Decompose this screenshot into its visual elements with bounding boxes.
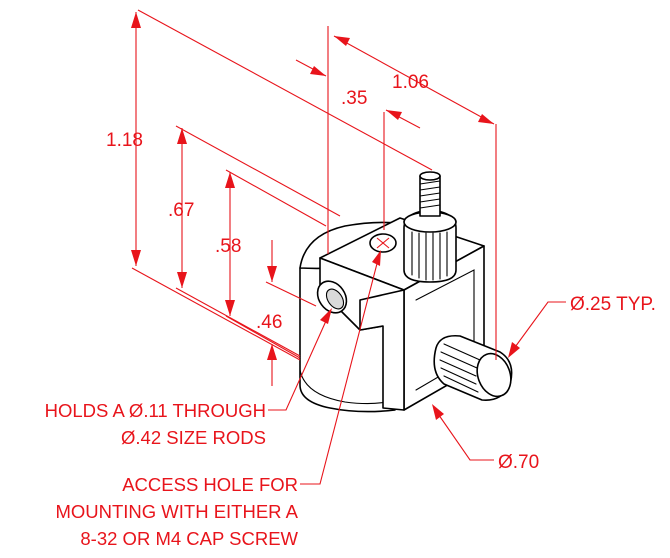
dim-label-035: .35 — [341, 88, 367, 109]
dim-label-067: .67 — [168, 200, 194, 221]
threaded-stud-threads — [419, 180, 441, 209]
threaded-stud-tip — [419, 171, 441, 181]
access-hole-mark-b — [376, 237, 390, 249]
dim-label-body-dia: Ø.70 — [498, 452, 539, 473]
dim-106-line — [333, 35, 495, 125]
rod-hole-inner — [325, 288, 345, 310]
notes: HOLDS A Ø.11 THROUGH Ø.42 SIZE RODS ACCE… — [45, 400, 299, 549]
top-thumbscrew-knurl — [411, 231, 448, 281]
dimension-labels: .35 1.06 1.18 .67 .58 .46 Ø.25 TYP. Ø.70 — [106, 72, 656, 473]
body-dia-leader — [433, 407, 494, 461]
note-rod-capacity-line-2: Ø.42 SIZE RODS — [121, 427, 266, 448]
note-rod-capacity-line-1: HOLDS A Ø.11 THROUGH — [45, 400, 266, 421]
rod-capacity-leader — [268, 311, 331, 411]
side-thumbscrew-knurl — [439, 343, 481, 393]
dim-label-046: .46 — [256, 312, 282, 333]
rod-clamp-part — [299, 171, 513, 413]
note-access-hole-line-1: ACCESS HOLE FOR — [122, 474, 298, 495]
dim-label-058: .58 — [215, 236, 241, 257]
dim-label-106: 1.06 — [392, 72, 429, 93]
note-access-hole-line-3: 8-32 OR M4 CAP SCREW — [80, 528, 298, 549]
thumbscrew-dia-leader — [509, 301, 566, 355]
note-access-hole-line-2: MOUNTING WITH EITHER A — [55, 501, 298, 522]
dim-label-118: 1.18 — [106, 130, 143, 151]
access-hole-leader — [300, 251, 381, 485]
dim-label-thumbscrew-dia: Ø.25 TYP. — [570, 294, 656, 315]
dimension-lines — [131, 9, 566, 485]
side-thumbscrew-cap — [476, 352, 512, 398]
